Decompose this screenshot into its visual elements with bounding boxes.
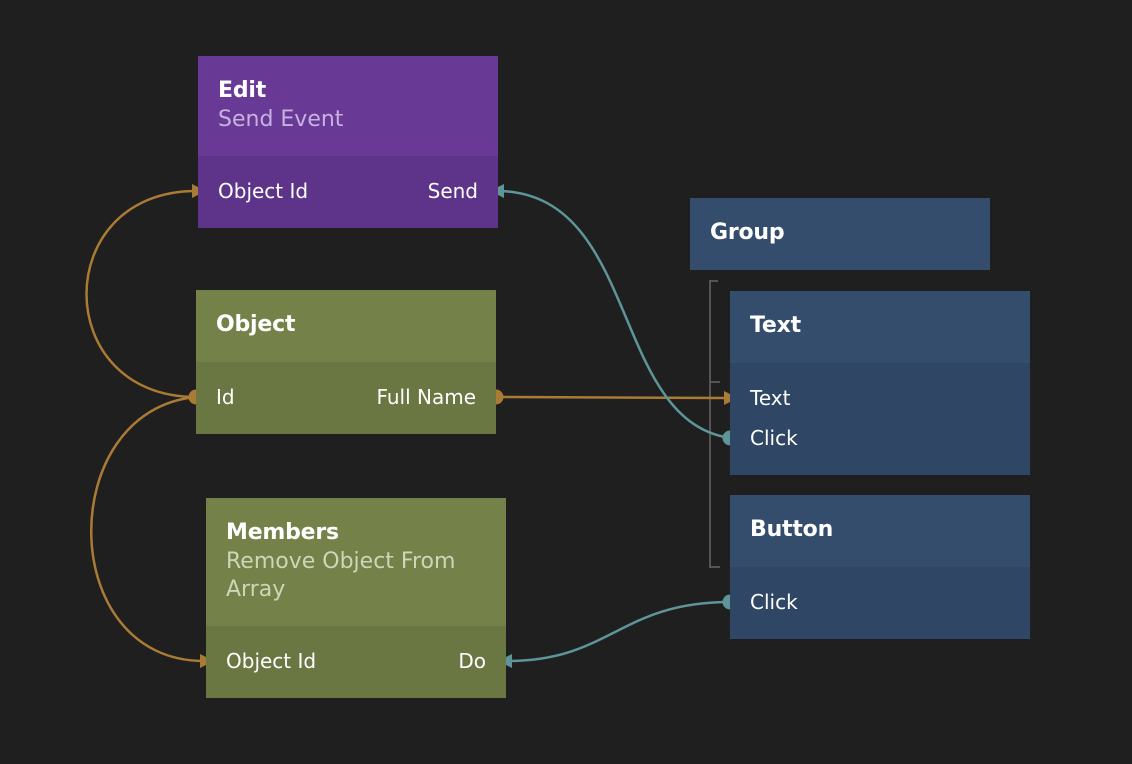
port-input-do[interactable]: Do [458,649,486,673]
node-header: Edit Send Event [198,56,498,156]
port-output-click[interactable]: Click [750,426,798,450]
node-button[interactable]: Button Click [730,495,1030,639]
node-subtitle-line2: Array [226,577,286,602]
wire-id-to-edit-objectid [85,189,197,399]
node-ports: Object Id Do [206,626,506,698]
port-input-send[interactable]: Send [427,179,478,203]
node-header: Object [196,290,496,362]
group-hierarchy-line [709,280,720,568]
node-text[interactable]: Text Text Click [730,291,1030,475]
node-header: Group [690,198,990,270]
port-input-object-id[interactable]: Object Id [226,649,317,673]
node-members-remove-object[interactable]: Members Remove Object From Array Object … [206,498,506,698]
node-ports: Click [730,567,1030,639]
node-title: Members [226,520,339,545]
node-edit-send-event[interactable]: Edit Send Event Object Id Send [198,56,498,228]
wire-id-to-members-objectid [90,395,205,663]
node-header: Text [730,291,1030,363]
wire-buttonclick-to-do [507,600,731,663]
node-ports: Id Full Name [196,362,496,434]
node-title: Text [750,313,801,338]
node-title: Object [216,312,296,337]
node-object[interactable]: Object Id Full Name [196,290,496,434]
port-input-text[interactable]: Text [750,386,791,410]
node-ports: Text Click [730,363,1030,475]
node-ports: Object Id Send [198,156,498,228]
wire-fullname-to-text [495,395,729,400]
port-output-click[interactable]: Click [750,590,798,614]
node-title: Group [710,220,785,245]
node-subtitle-line1: Remove Object From [226,549,456,574]
node-title: Button [750,517,834,542]
port-output-id[interactable]: Id [216,385,235,409]
node-group[interactable]: Group [690,198,990,270]
node-header: Members Remove Object From Array [206,498,506,626]
node-header: Button [730,495,1030,567]
node-subtitle: Send Event [218,107,344,132]
port-input-object-id[interactable]: Object Id [218,179,309,203]
node-title: Edit [218,78,267,103]
port-output-full-name[interactable]: Full Name [376,385,476,409]
